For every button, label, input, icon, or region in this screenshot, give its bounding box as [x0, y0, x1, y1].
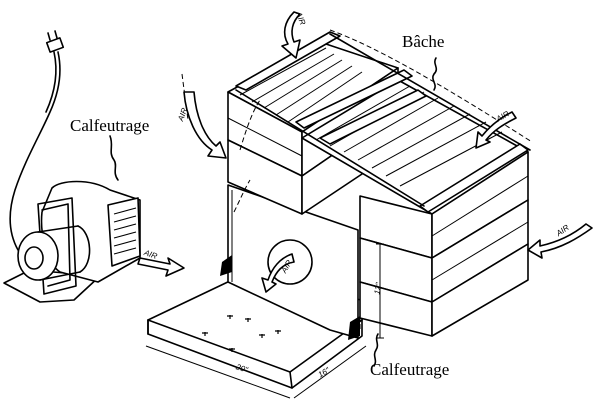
power-cord: [9, 30, 65, 251]
leader-lines: [109, 57, 438, 367]
hive-stacks: [181, 29, 533, 337]
tarp-label: Bâche: [402, 32, 445, 51]
blower-fan: [3, 180, 141, 303]
plenum-box: [147, 184, 363, 389]
airflow-arrows: [137, 11, 593, 293]
caulking-label-top: Calfeutrage: [70, 116, 150, 135]
dimension-lines: [145, 243, 384, 399]
caulking-label-bottom: Calfeutrage: [370, 360, 450, 379]
